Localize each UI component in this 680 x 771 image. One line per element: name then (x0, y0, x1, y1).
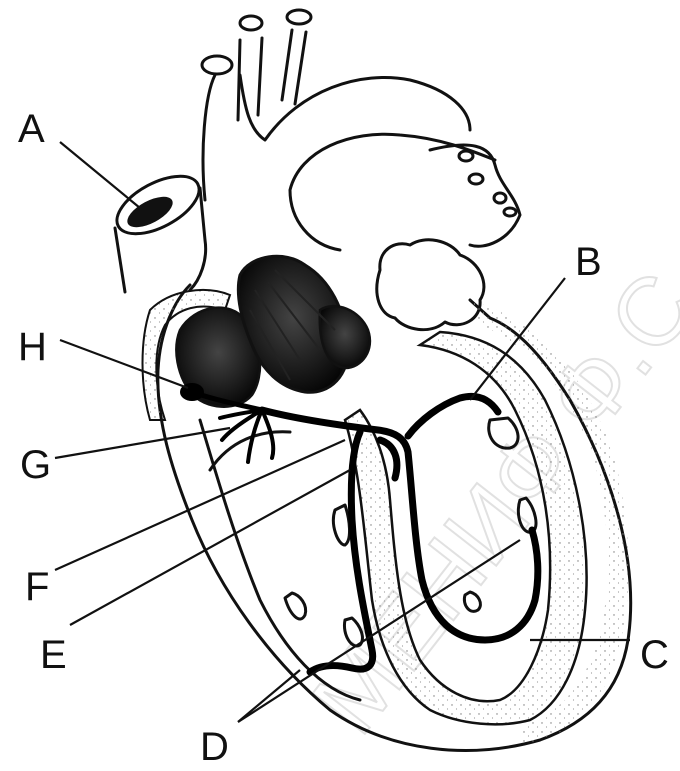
papillary-muscle-2 (285, 593, 306, 619)
pulmonary-vein-opening-3 (494, 193, 506, 203)
conduction-pathway-purkinje-b (408, 396, 498, 436)
leader-line-e (70, 470, 350, 625)
label-c: C (640, 633, 669, 677)
vessel-opening-2 (240, 16, 262, 30)
leader-line-h (60, 340, 188, 388)
leader-line-g (55, 428, 230, 458)
aortic-arch (203, 75, 470, 200)
leader-line-a (60, 142, 140, 208)
vessel-stem-4 (295, 32, 306, 104)
vessel-stem-3 (282, 30, 292, 100)
vessel-opening-3 (287, 10, 311, 24)
label-a: A (18, 107, 45, 151)
label-d: D (200, 725, 229, 769)
pulmonary-vein-opening-1 (459, 151, 473, 161)
label-f: F (25, 565, 49, 609)
label-h: H (18, 325, 47, 369)
label-g: G (20, 443, 51, 487)
papillary-muscle-1 (333, 505, 349, 545)
left-atrial-appendage (377, 240, 484, 330)
pulmonary-vein-opening-4 (504, 208, 516, 216)
vessel-stem-1 (238, 40, 240, 120)
leader-line-d-1 (238, 670, 300, 722)
pulmonary-vein-opening-2 (469, 174, 483, 184)
vessel-opening-1 (202, 56, 232, 74)
label-b: B (575, 240, 602, 284)
av-node-branches (220, 410, 273, 462)
vessel-stem-2 (258, 38, 262, 115)
label-e: E (40, 633, 67, 677)
leader-line-f (55, 440, 345, 570)
